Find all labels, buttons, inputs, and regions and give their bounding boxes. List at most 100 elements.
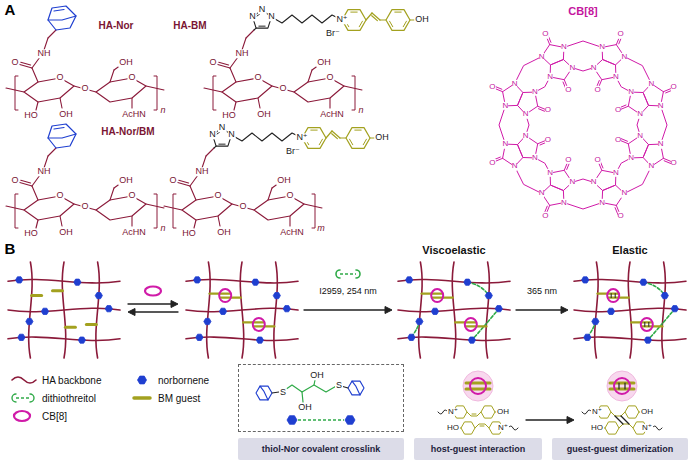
vinyl-bond — [619, 424, 633, 428]
bond-line — [32, 68, 38, 82]
legend-text: norbornene — [158, 375, 209, 386]
norbornene-dot — [194, 277, 201, 283]
norbornene-dot — [416, 318, 423, 324]
legend-sample — [12, 394, 16, 402]
repeat-bracket — [154, 194, 157, 228]
dtt-crosslink — [643, 282, 664, 295]
panel-letter: B — [4, 241, 17, 257]
double-bond-line — [480, 426, 484, 427]
atom-label: N — [637, 132, 643, 140]
carbonyl-bond — [21, 62, 31, 65]
atom-label: O — [565, 156, 571, 164]
arrow-head — [567, 417, 574, 424]
bond-line — [314, 380, 315, 385]
norbornene-dot — [592, 318, 599, 324]
repeat-index: n — [357, 106, 364, 115]
ha-backbone — [96, 262, 99, 358]
atom-label: N⁺ — [497, 424, 509, 432]
repeat-bracket — [312, 194, 315, 228]
atom-label: AcHN — [121, 228, 147, 237]
atom-label: O — [285, 191, 294, 200]
ha-backbone — [595, 262, 598, 358]
methylene-bridge — [564, 203, 602, 209]
methylene-bridge — [564, 41, 602, 47]
atom-label: OH — [58, 228, 74, 237]
dimer-bond — [611, 294, 612, 298]
bond-line — [230, 68, 236, 82]
atom-label: N — [523, 132, 529, 140]
bm-guest — [65, 326, 75, 329]
atom-label: O — [670, 158, 676, 166]
norbornene-bridge — [48, 16, 76, 20]
atom-label: N — [613, 73, 619, 81]
atom-label: NH — [37, 167, 52, 176]
norbornene-dot — [105, 306, 112, 312]
atom-label: O — [545, 135, 551, 143]
arrow-line — [128, 303, 172, 304]
atom-label: O — [670, 83, 676, 91]
legend-sample — [16, 397, 30, 399]
bond-line — [344, 86, 362, 90]
atom-label: S — [279, 388, 287, 397]
atom-label: OH — [256, 110, 272, 119]
dtt-icon-end — [356, 270, 360, 278]
sugar-ring — [254, 196, 304, 220]
atom-label: O — [615, 106, 621, 114]
norbornene-dot — [464, 279, 471, 285]
cb8-ring — [641, 318, 653, 331]
repeat-index: n — [159, 224, 166, 233]
vinyl-bond — [326, 131, 332, 138]
methylene-bridge — [624, 57, 651, 84]
phenol-ring — [346, 128, 370, 149]
sugar-ring — [182, 196, 232, 220]
norbornene-dot — [406, 277, 413, 283]
atom-label: O — [10, 176, 19, 185]
double-bond-line — [403, 21, 406, 27]
atom-label: HO — [221, 111, 237, 120]
arrow-head — [171, 301, 178, 308]
bond-line — [234, 102, 236, 110]
atom-label: O — [10, 58, 19, 67]
atom-label: N — [613, 169, 619, 177]
norbornene-ring — [48, 6, 76, 30]
bond-line — [272, 392, 279, 393]
bond-line — [44, 38, 48, 50]
atom-label: N⁺ — [335, 15, 348, 24]
band-text: host-guest interaction — [431, 444, 526, 454]
norbornane-ring — [348, 381, 364, 395]
legend-text: CB[8] — [42, 411, 67, 422]
dtt-chain — [282, 385, 338, 392]
norbornane-bridge — [352, 381, 360, 395]
norbornene-dot — [204, 318, 211, 324]
arrow-head — [561, 307, 568, 314]
atom-label: N — [621, 52, 627, 60]
atom-label: S — [335, 381, 343, 390]
repeat-index: m — [316, 224, 326, 233]
polymer-name: HA-Nor/BM — [100, 127, 155, 138]
atom-label: N — [561, 43, 567, 51]
bond-line — [254, 28, 256, 30]
cb8-ring — [470, 378, 486, 394]
phenol-ring — [481, 406, 495, 418]
cb8-icon — [145, 287, 161, 296]
polymer-name: HA-Nor — [98, 21, 135, 32]
atom-label: O — [325, 73, 334, 82]
norbornene-dot — [408, 334, 415, 340]
bond-line — [60, 216, 62, 226]
atom-label: Br⁻ — [285, 147, 301, 156]
atom-label: N — [569, 64, 575, 72]
atom-label: HO — [590, 424, 604, 432]
double-bond-line — [350, 139, 353, 145]
legend-sample — [138, 376, 147, 384]
arrow-head — [128, 309, 135, 316]
norbornene-dot — [431, 308, 438, 314]
bond-line — [308, 70, 312, 82]
arrow-line — [134, 311, 178, 312]
phenol-ring — [386, 10, 410, 31]
caption-band: thiol-Nor covalent crosslink — [238, 438, 404, 460]
norbornane-bridge — [260, 386, 268, 400]
chain-stub — [652, 426, 662, 430]
atom-label: N — [532, 154, 538, 162]
norbornene-dot — [18, 334, 25, 340]
methylene-bridge — [661, 106, 667, 144]
